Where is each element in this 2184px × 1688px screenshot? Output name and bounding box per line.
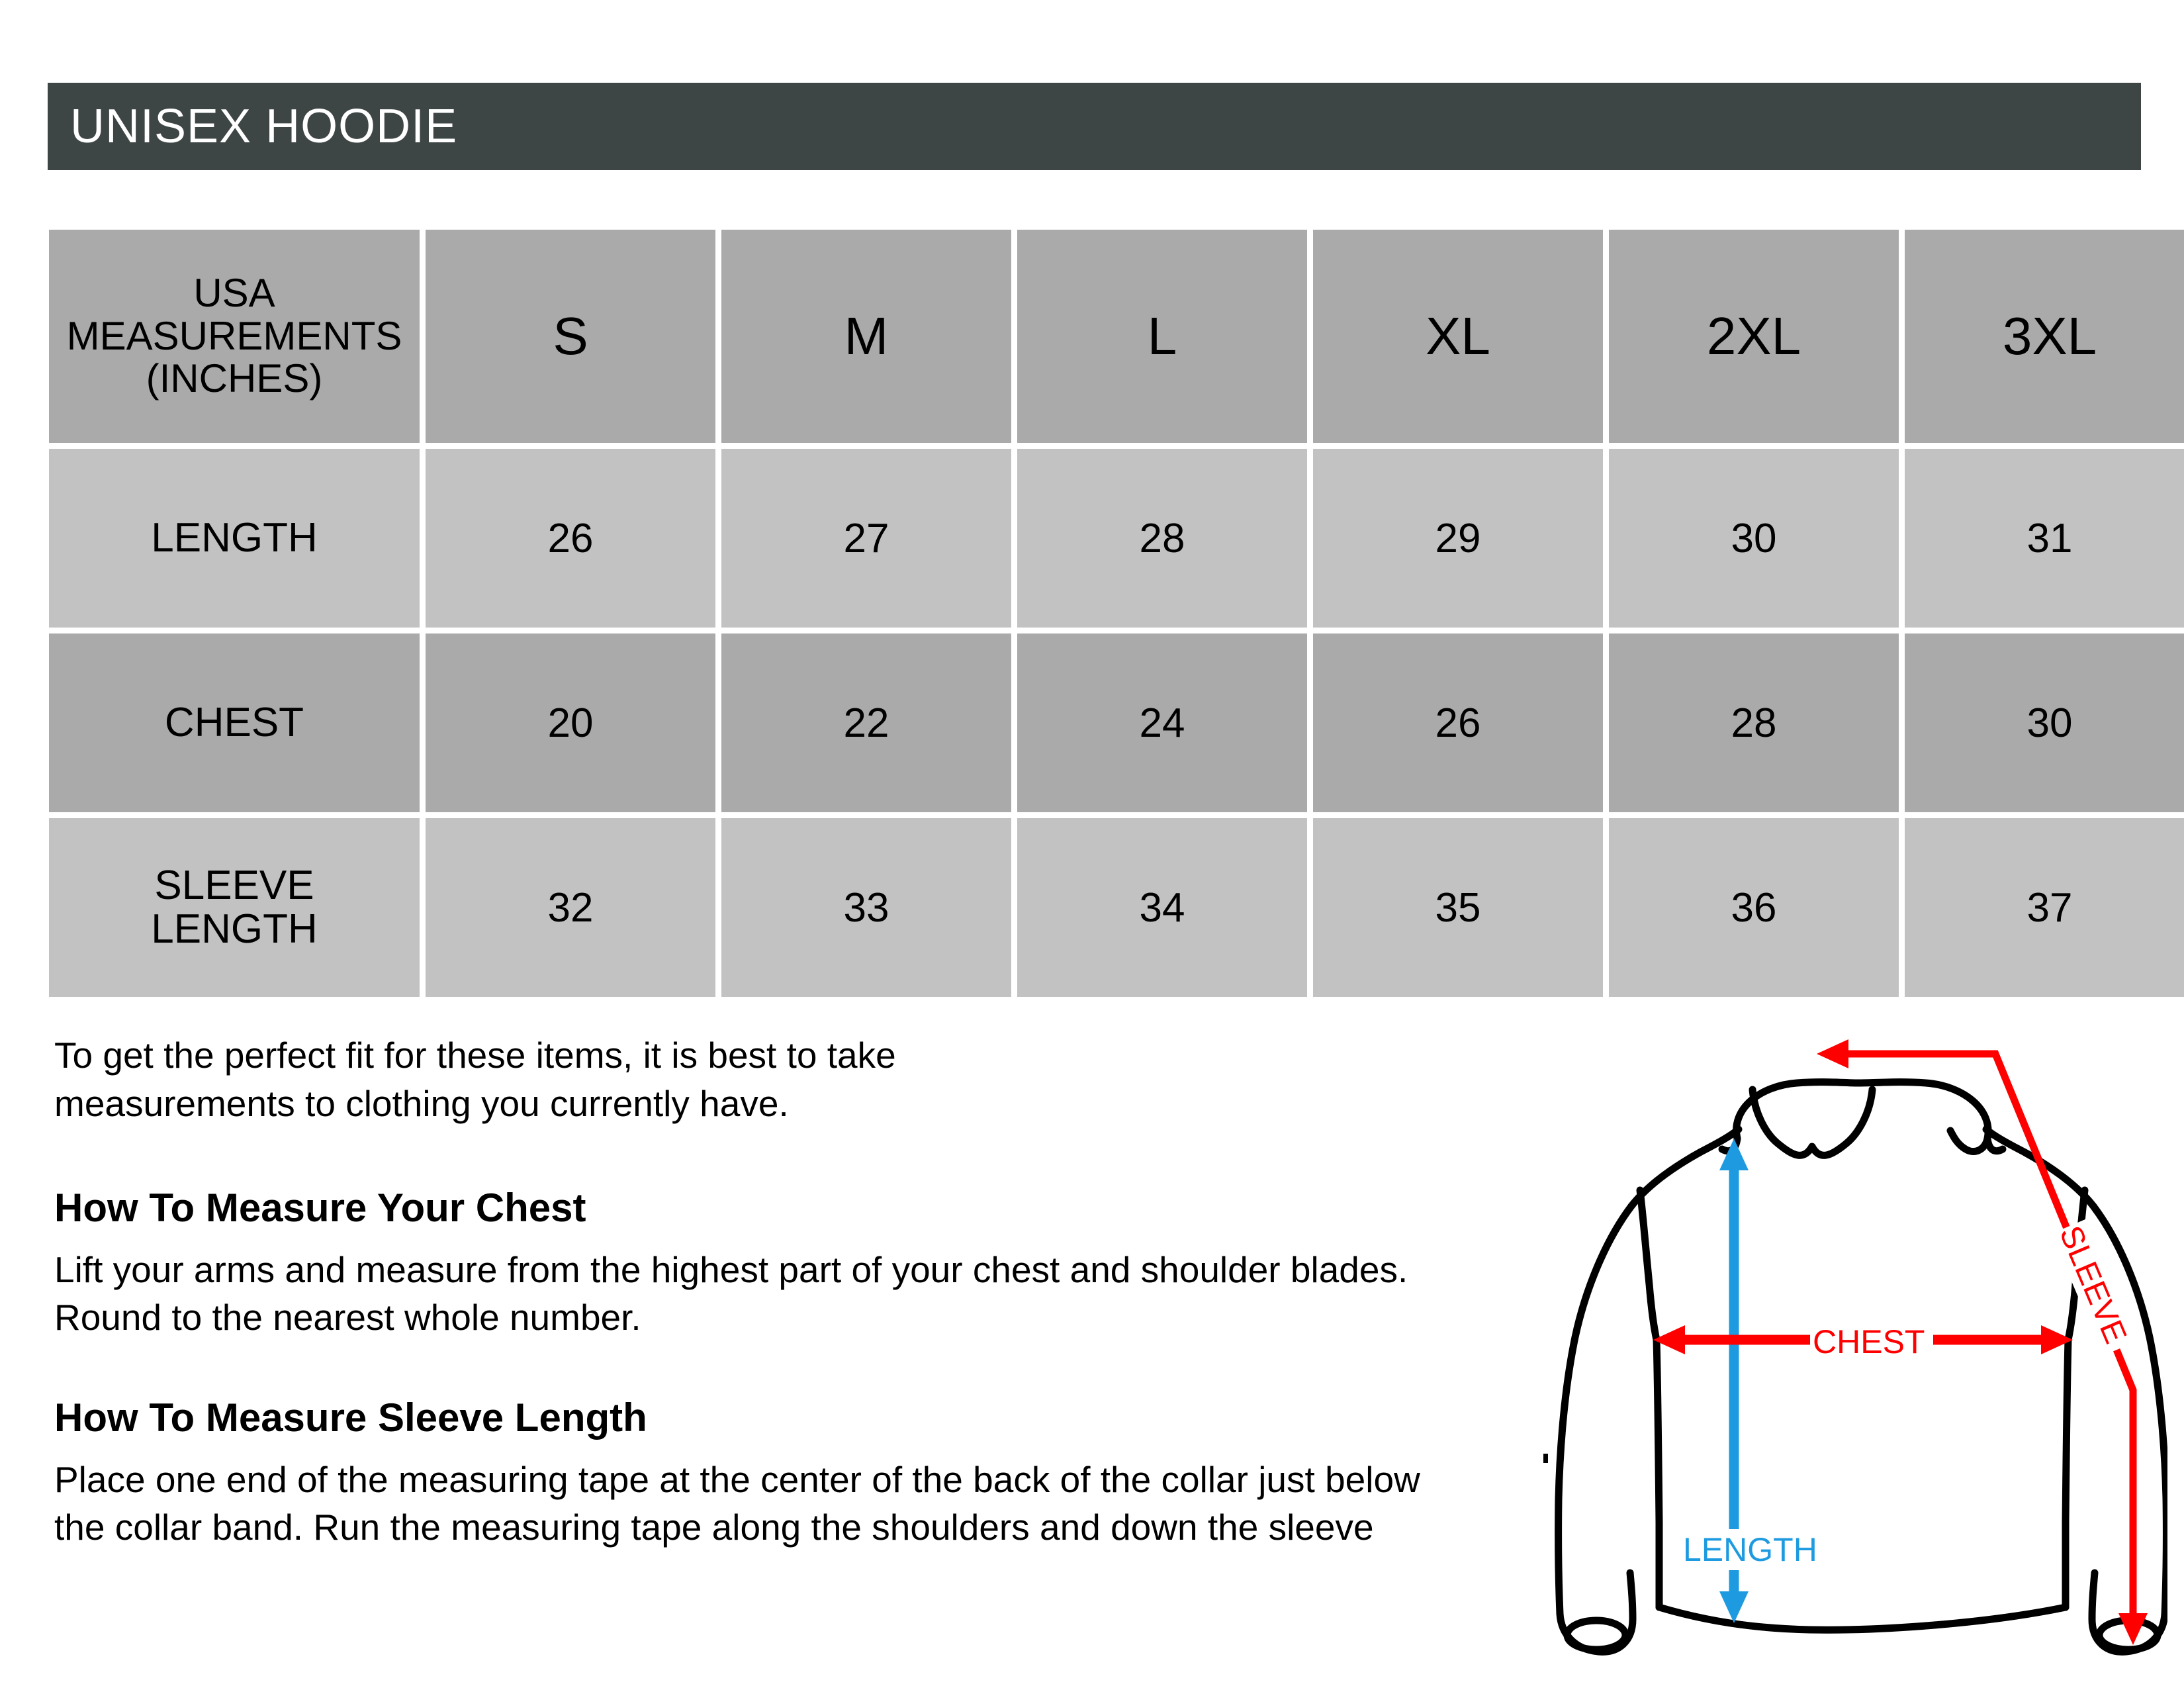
chest-arrow-icon: CHEST [1653, 1319, 2073, 1360]
sleeve-label: SLEEVE [2052, 1221, 2133, 1349]
cell-length-l: 28 [1017, 449, 1307, 628]
table-row: SLEEVE LENGTH 32 33 34 35 36 37 [49, 818, 2184, 997]
chest-section-heading: How To Measure Your Chest [54, 1186, 586, 1231]
cell-length-m: 27 [721, 449, 1011, 628]
table-header-row: USA MEASUREMENTS (INCHES) S M L XL 2XL 3… [49, 230, 2184, 443]
cell-sleeve-m: 33 [721, 818, 1011, 997]
cell-sleeve-2xl: 36 [1609, 818, 1899, 997]
title-bar: UNISEX HOODIE [48, 83, 2141, 170]
cell-sleeve-l: 34 [1017, 818, 1307, 997]
cell-length-3xl: 31 [1905, 449, 2184, 628]
chest-section-body: Lift your arms and measure from the high… [54, 1249, 1408, 1338]
cell-sleeve-xl: 35 [1313, 818, 1603, 997]
table-row: LENGTH 26 27 28 29 30 31 [49, 449, 2184, 628]
instructions-block: To get the perfect fit for these items, … [54, 1031, 1537, 1551]
page-title: UNISEX HOODIE [70, 100, 458, 153]
sleeve-arrow-icon [1837, 1050, 2137, 1623]
size-header-l: L [1017, 230, 1307, 443]
spacer [54, 1341, 1537, 1394]
size-header-xl: XL [1313, 230, 1603, 443]
length-arrow-icon: LENGTH [1683, 1139, 1817, 1623]
cell-chest-l: 24 [1017, 633, 1307, 812]
table-row: CHEST 20 22 24 26 28 30 [49, 633, 2184, 812]
chest-label: CHEST [1813, 1323, 1925, 1360]
cell-sleeve-3xl: 37 [1905, 818, 2184, 997]
spacer [54, 1442, 1537, 1456]
cell-chest-3xl: 30 [1905, 633, 2184, 812]
row-label-chest: CHEST [49, 633, 420, 812]
intro-paragraph: To get the perfect fit for these items, … [54, 1035, 896, 1124]
row-label-length: LENGTH [49, 449, 420, 628]
cell-sleeve-s: 32 [426, 818, 715, 997]
size-header-2xl: 2XL [1609, 230, 1899, 443]
cell-length-xl: 29 [1313, 449, 1603, 628]
spacer [54, 1127, 1537, 1184]
sleeve-arrow-head-top [1817, 1039, 1848, 1068]
sleeve-section-body: Place one end of the measuring tape at t… [54, 1459, 1420, 1548]
cell-chest-xl: 26 [1313, 633, 1603, 812]
cell-length-s: 26 [426, 449, 715, 628]
sleeve-section-heading: How To Measure Sleeve Length [54, 1395, 647, 1440]
length-label: LENGTH [1683, 1531, 1817, 1568]
sleeve-arrow-head-bottom [2118, 1613, 2148, 1645]
cell-chest-s: 20 [426, 633, 715, 812]
stray-mark [1543, 1454, 1548, 1463]
corner-header-cell: USA MEASUREMENTS (INCHES) [49, 230, 420, 443]
size-header-3xl: 3XL [1905, 230, 2184, 443]
hoodie-diagram: LENGTH CHEST SLEEVE [1532, 1019, 2167, 1668]
row-label-sleeve-length: SLEEVE LENGTH [49, 818, 420, 997]
size-header-m: M [721, 230, 1011, 443]
spacer [54, 1232, 1537, 1246]
size-chart-table: USA MEASUREMENTS (INCHES) S M L XL 2XL 3… [43, 224, 2184, 1003]
cell-chest-2xl: 28 [1609, 633, 1899, 812]
size-header-s: S [426, 230, 715, 443]
hoodie-outline-icon [1555, 1078, 2167, 1656]
cell-length-2xl: 30 [1609, 449, 1899, 628]
cell-chest-m: 22 [721, 633, 1011, 812]
